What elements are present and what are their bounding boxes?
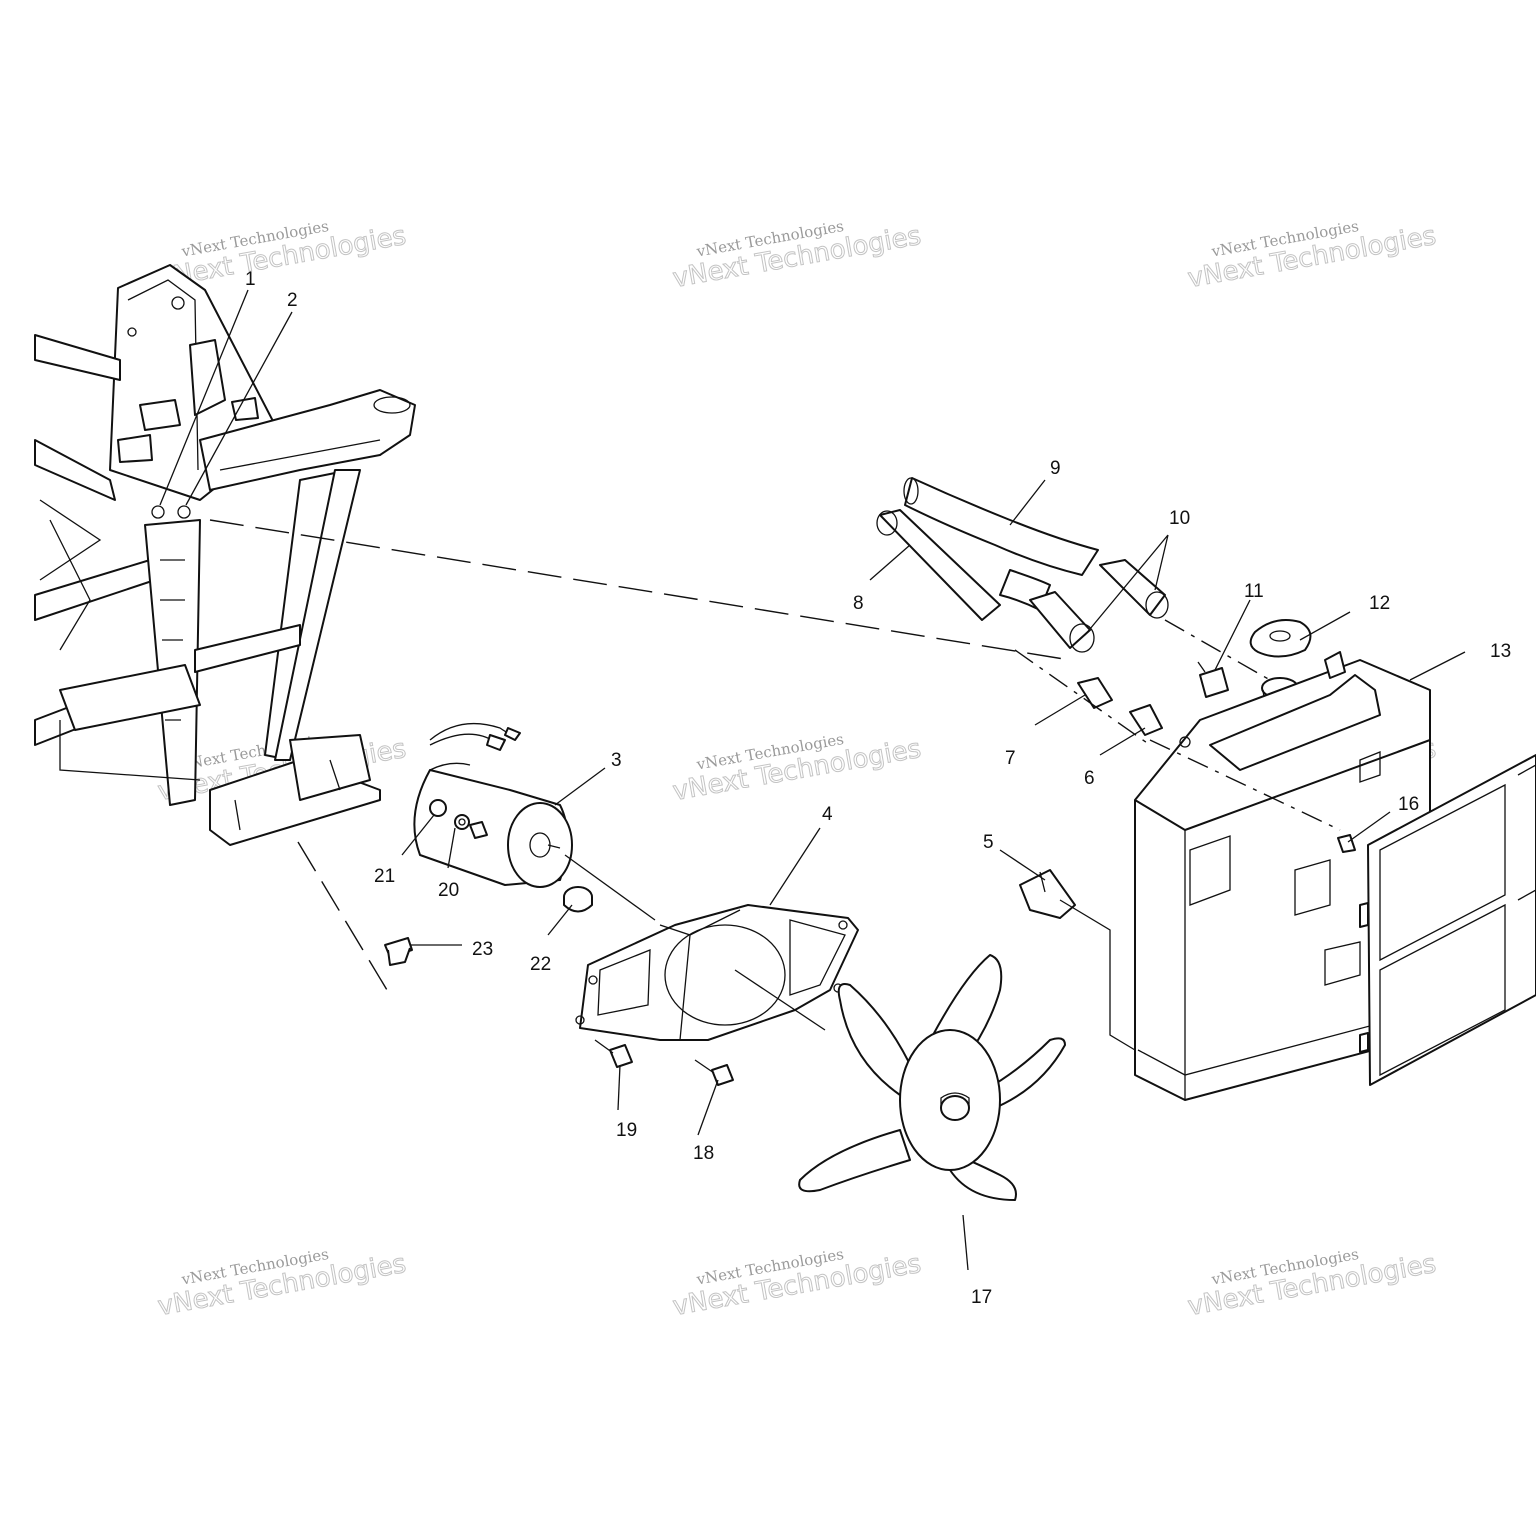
watermark: vNext Technologies vNext Technologies [670, 217, 924, 295]
radiator-screen-icon [1359, 754, 1536, 1086]
watermark: vNext Technologies vNext Technologies [670, 730, 924, 808]
bushing-icon [384, 937, 413, 966]
callout-2: 2 [287, 290, 298, 311]
callout-10: 10 [1169, 508, 1190, 529]
callout-18: 18 [693, 1143, 714, 1164]
callout-13: 13 [1490, 641, 1511, 662]
callout-7: 7 [1005, 748, 1016, 769]
bleeder-fitting-icon [1077, 677, 1163, 736]
callout-3: 3 [611, 750, 622, 771]
fan-shroud-icon [575, 904, 859, 1041]
callout-20: 20 [438, 880, 459, 901]
callout-22: 22 [530, 954, 551, 975]
callout-16: 16 [1398, 794, 1419, 815]
callout-6: 6 [1084, 768, 1095, 789]
shroud-screw-icon [594, 1039, 633, 1068]
callout-19: 19 [616, 1120, 637, 1141]
watermark: vNext Technologies vNext Technologies [1185, 1245, 1439, 1323]
watermark: vNext Technologies vNext Technologies [1185, 217, 1439, 295]
lower-hose-icon [876, 509, 1001, 621]
fan-blade-icon [798, 954, 1066, 1201]
mount-clip-icon [1019, 869, 1076, 919]
callout-9: 9 [1050, 458, 1061, 479]
callout-8: 8 [853, 593, 864, 614]
radiator-icon [1134, 651, 1431, 1101]
callout-4: 4 [822, 804, 833, 825]
callouts: 1 2 3 4 5 6 7 8 9 10 11 12 13 16 17 18 1… [245, 269, 1511, 1308]
callout-1: 1 [245, 269, 256, 290]
shroud-screw-icon [694, 1059, 734, 1086]
assembly-lines [209, 519, 1341, 1051]
frame-icon [34, 264, 416, 846]
fan-motor-icon [413, 722, 573, 888]
watermark: vNext Technologies vNext Technologies [670, 1245, 924, 1323]
callout-21: 21 [374, 866, 395, 887]
hose-clamp-icon [1029, 559, 1169, 653]
watermark: vNext Technologies vNext Technologies [155, 1245, 409, 1323]
callout-5: 5 [983, 832, 994, 853]
callout-23: 23 [472, 939, 493, 960]
callout-11: 11 [1244, 581, 1264, 602]
leader-lines [159, 289, 1466, 1271]
temp-sensor-icon [1197, 661, 1229, 698]
callout-12: 12 [1369, 593, 1390, 614]
callout-17: 17 [971, 1287, 992, 1308]
spacer-icon [563, 886, 593, 913]
